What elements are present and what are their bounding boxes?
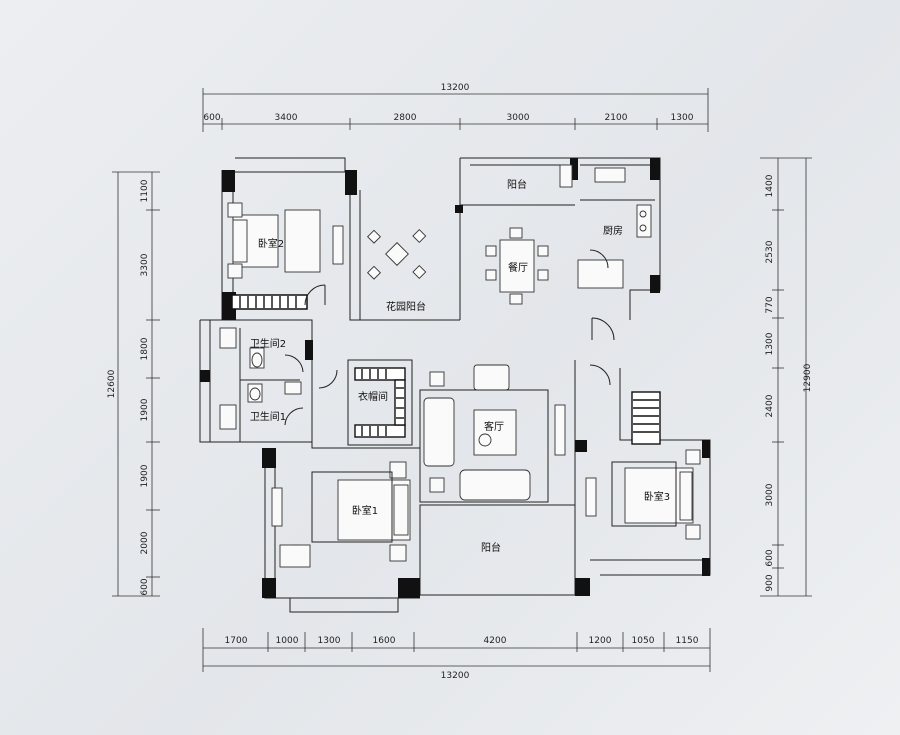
room-label-bedroom1: 卧室1 bbox=[352, 504, 378, 517]
bottom-dim-7: 1050 bbox=[632, 636, 655, 646]
right-dim-4: 1300 bbox=[765, 332, 775, 355]
top-dim-1: 600 bbox=[203, 113, 220, 123]
top-dim-5: 2100 bbox=[605, 113, 628, 123]
kitchen-counters bbox=[577, 167, 652, 289]
room-label-balcony-bottom: 阳台 bbox=[481, 541, 501, 554]
room-label-kitchen: 厨房 bbox=[603, 224, 623, 237]
bathroom-fixtures bbox=[219, 327, 302, 430]
left-dim-6: 2000 bbox=[140, 531, 150, 554]
right-dim-5: 2400 bbox=[765, 394, 775, 417]
bed-bedroom2 bbox=[227, 202, 344, 279]
top-dim-6: 1300 bbox=[671, 113, 694, 123]
bottom-dimension-lines bbox=[202, 628, 711, 672]
bed-bedroom1 bbox=[271, 461, 411, 568]
wardrobe-hatch-closet bbox=[354, 367, 406, 438]
left-dim-7: 600 bbox=[140, 578, 150, 595]
right-total-dim: 12900 bbox=[803, 363, 813, 392]
walls bbox=[199, 157, 711, 613]
bottom-total-dim: 13200 bbox=[441, 671, 470, 681]
top-dimension-lines bbox=[202, 88, 709, 132]
wardrobe-hatch-bedroom2 bbox=[231, 294, 308, 310]
right-dim-3: 770 bbox=[765, 296, 775, 313]
top-total-dim: 13200 bbox=[441, 83, 470, 93]
right-dim-7: 600 bbox=[765, 549, 775, 566]
top-dim-2: 3400 bbox=[275, 113, 298, 123]
room-label-living: 客厅 bbox=[484, 420, 504, 433]
room-label-closet: 衣帽间 bbox=[358, 390, 388, 403]
door-swings bbox=[284, 249, 615, 426]
garden-table-set bbox=[366, 228, 427, 280]
room-label-bedroom3: 卧室3 bbox=[644, 490, 670, 503]
bottom-dim-1: 1700 bbox=[225, 636, 248, 646]
left-dim-4: 1900 bbox=[140, 398, 150, 421]
bottom-dim-6: 1200 bbox=[589, 636, 612, 646]
room-label-bedroom2: 卧室2 bbox=[258, 237, 284, 250]
bottom-dim-4: 1600 bbox=[373, 636, 396, 646]
left-dim-5: 1900 bbox=[140, 464, 150, 487]
bottom-dim-8: 1150 bbox=[676, 636, 699, 646]
bottom-dim-5: 4200 bbox=[484, 636, 507, 646]
room-label-balcony-top: 阳台 bbox=[507, 178, 527, 191]
left-dim-2: 3300 bbox=[140, 253, 150, 276]
left-dim-3: 1800 bbox=[140, 337, 150, 360]
wardrobe-hatch-bedroom3 bbox=[631, 391, 661, 445]
room-label-garden-balcony: 花园阳台 bbox=[386, 300, 426, 313]
left-total-dim: 12600 bbox=[107, 369, 117, 398]
bottom-dim-2: 1000 bbox=[276, 636, 299, 646]
left-dim-1: 1100 bbox=[140, 179, 150, 202]
right-dim-2: 2530 bbox=[765, 240, 775, 263]
bottom-dim-3: 1300 bbox=[318, 636, 341, 646]
right-dimension-lines bbox=[760, 157, 812, 597]
living-room-furniture bbox=[419, 364, 566, 503]
left-dimension-lines bbox=[112, 171, 160, 597]
right-dim-8: 900 bbox=[765, 574, 775, 591]
right-dim-1: 1400 bbox=[765, 174, 775, 197]
right-dim-6: 3000 bbox=[765, 483, 775, 506]
top-dim-4: 3000 bbox=[507, 113, 530, 123]
room-label-bathroom2: 卫生间2 bbox=[250, 337, 286, 350]
bed-bedroom3 bbox=[585, 449, 701, 540]
room-label-dining: 餐厅 bbox=[508, 261, 528, 274]
top-dim-3: 2800 bbox=[394, 113, 417, 123]
dining-table-set bbox=[485, 227, 549, 305]
appliance-box bbox=[559, 164, 573, 188]
room-label-bathroom1: 卫生间1 bbox=[250, 410, 286, 423]
